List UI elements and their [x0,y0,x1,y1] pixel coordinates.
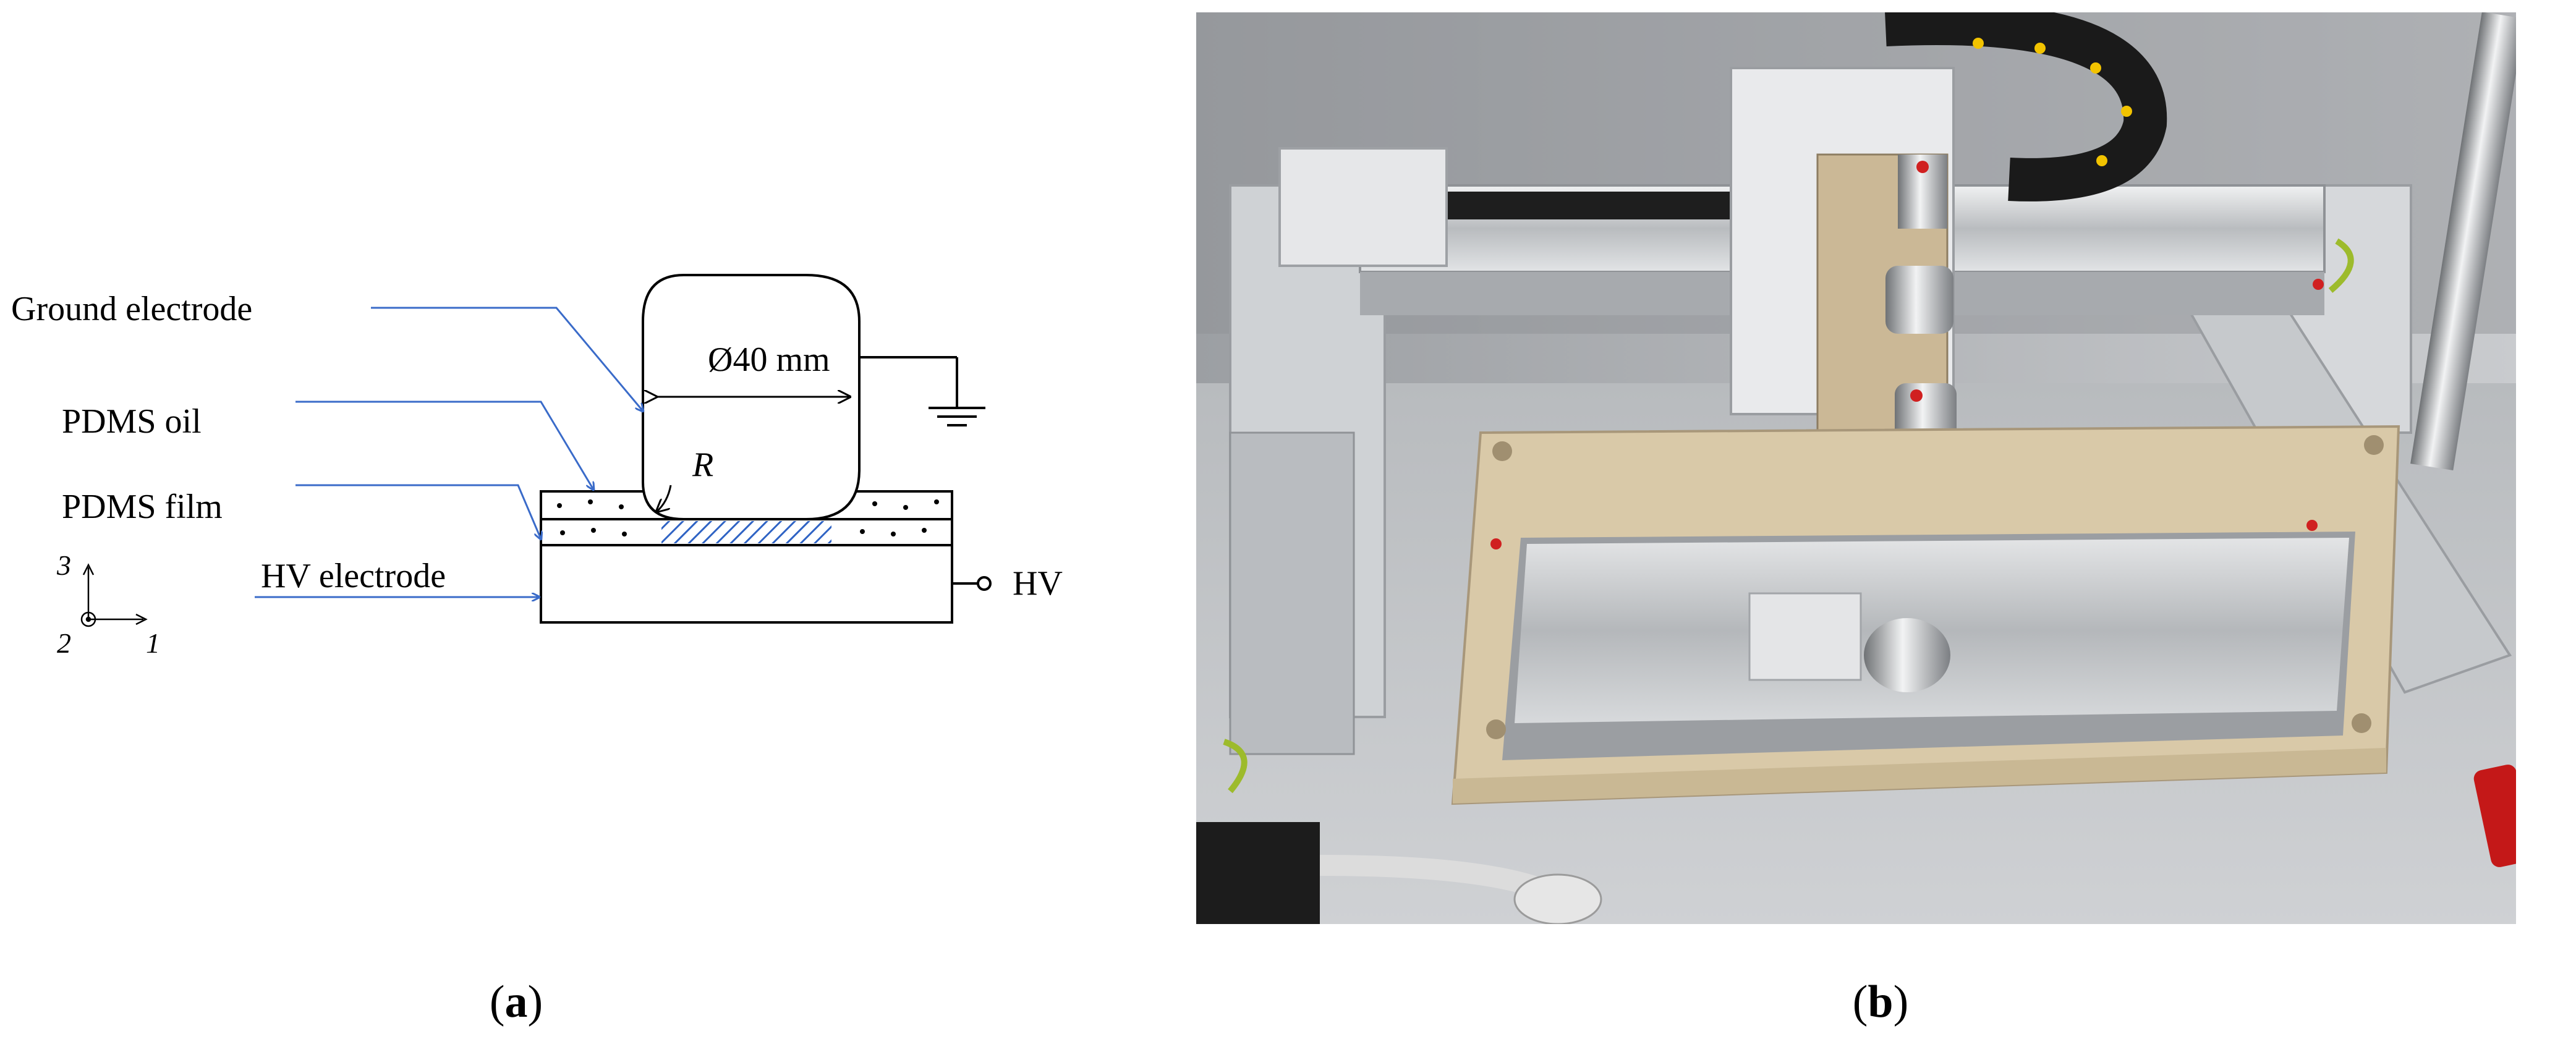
cable-chain [1885,12,2167,201]
caption-b: (b) [1853,977,1908,1027]
leader-ground-electrode [371,307,643,411]
label-ground-electrode: Ground electrode [11,290,252,328]
sample-frame [1451,425,2400,805]
caption-a: (a) [490,977,543,1027]
leader-pdms-oil [295,401,593,490]
ground-symbol-icon [859,356,985,426]
axis-2-label: 2 [57,627,71,659]
label-hv-electrode: HV electrode [261,557,446,595]
coordinate-axes [80,563,148,627]
motor-box [1278,147,1448,267]
panel-b-photograph [1196,12,2516,924]
contact-hatch [661,521,831,543]
hv-terminal-label: HV [1013,564,1063,603]
radius-arrow [657,485,672,512]
radius-label: R [692,446,713,484]
axis-3-label: 3 [56,549,71,581]
hv-electrode-block [540,544,953,624]
cable-connector [1196,822,1320,924]
leader-pdms-film [295,484,541,539]
axis-1-label: 1 [146,627,160,659]
label-pdms-film: PDMS film [62,488,223,526]
oil-dots [557,499,939,536]
support-pole [2410,12,2516,471]
hv-terminal-icon [977,576,992,591]
diameter-label: Ø40 mm [708,341,830,379]
label-pdms-oil: PDMS oil [62,402,202,441]
red-device [2473,765,2516,867]
panel-a-schematic: HV Ø40 mm R Ground electrode PDMS oil PD… [11,274,1063,659]
lower-electrode [1864,618,1950,692]
